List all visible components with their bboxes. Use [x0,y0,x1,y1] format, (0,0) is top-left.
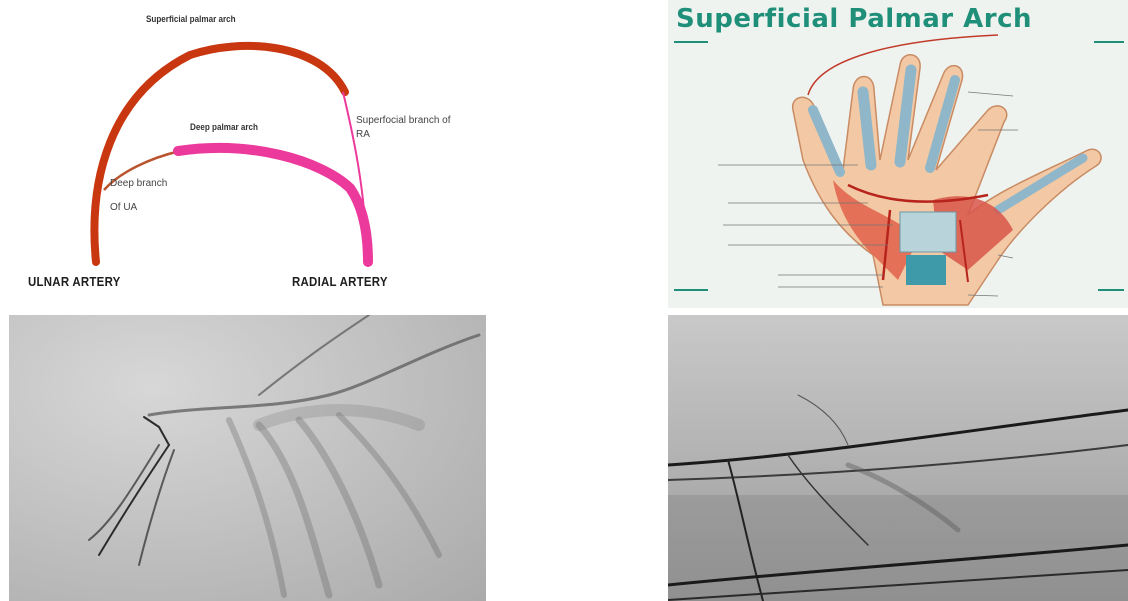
superficial-palmar-arch-vessel [94,46,345,262]
radial-artery-label: RADIAL ARTERY [292,274,388,289]
deep-branch-ua-label-line2: Of UA [110,196,167,220]
deep-palmar-arch-label: Deep palmar arch [190,122,258,132]
hand-silhouette [793,55,1101,305]
superficial-branch-ra-label: Superfocial branch of RA [356,114,451,142]
angiogram-forearm-image [668,315,1128,601]
ulnar-artery-label: ULNAR ARTERY [28,274,121,289]
superficial-palmar-arch-label: Superficial palmar arch [146,14,236,24]
hand-anatomy-drawing [668,0,1128,308]
deep-branch-ua-label: Deep branch Of UA [110,172,167,220]
superficial-branch-ra-label-line1: Superfocial branch of [356,114,451,128]
deep-branch-ua-label-line1: Deep branch [110,172,167,196]
schematic-drawing [0,0,480,305]
angiogram-forearm-drawing [668,315,1128,601]
hand-anatomy-illustration: Superficial Palmar Arch [668,0,1128,308]
deep-palmar-arch-vessel [178,148,368,262]
superficial-branch-ra-label-line2: RA [356,128,451,142]
angiogram-hand-drawing [9,315,486,601]
palmar-arch-schematic: Superficial palmar arch Deep palmar arch… [0,0,480,305]
angiogram-hand-image [9,315,486,601]
